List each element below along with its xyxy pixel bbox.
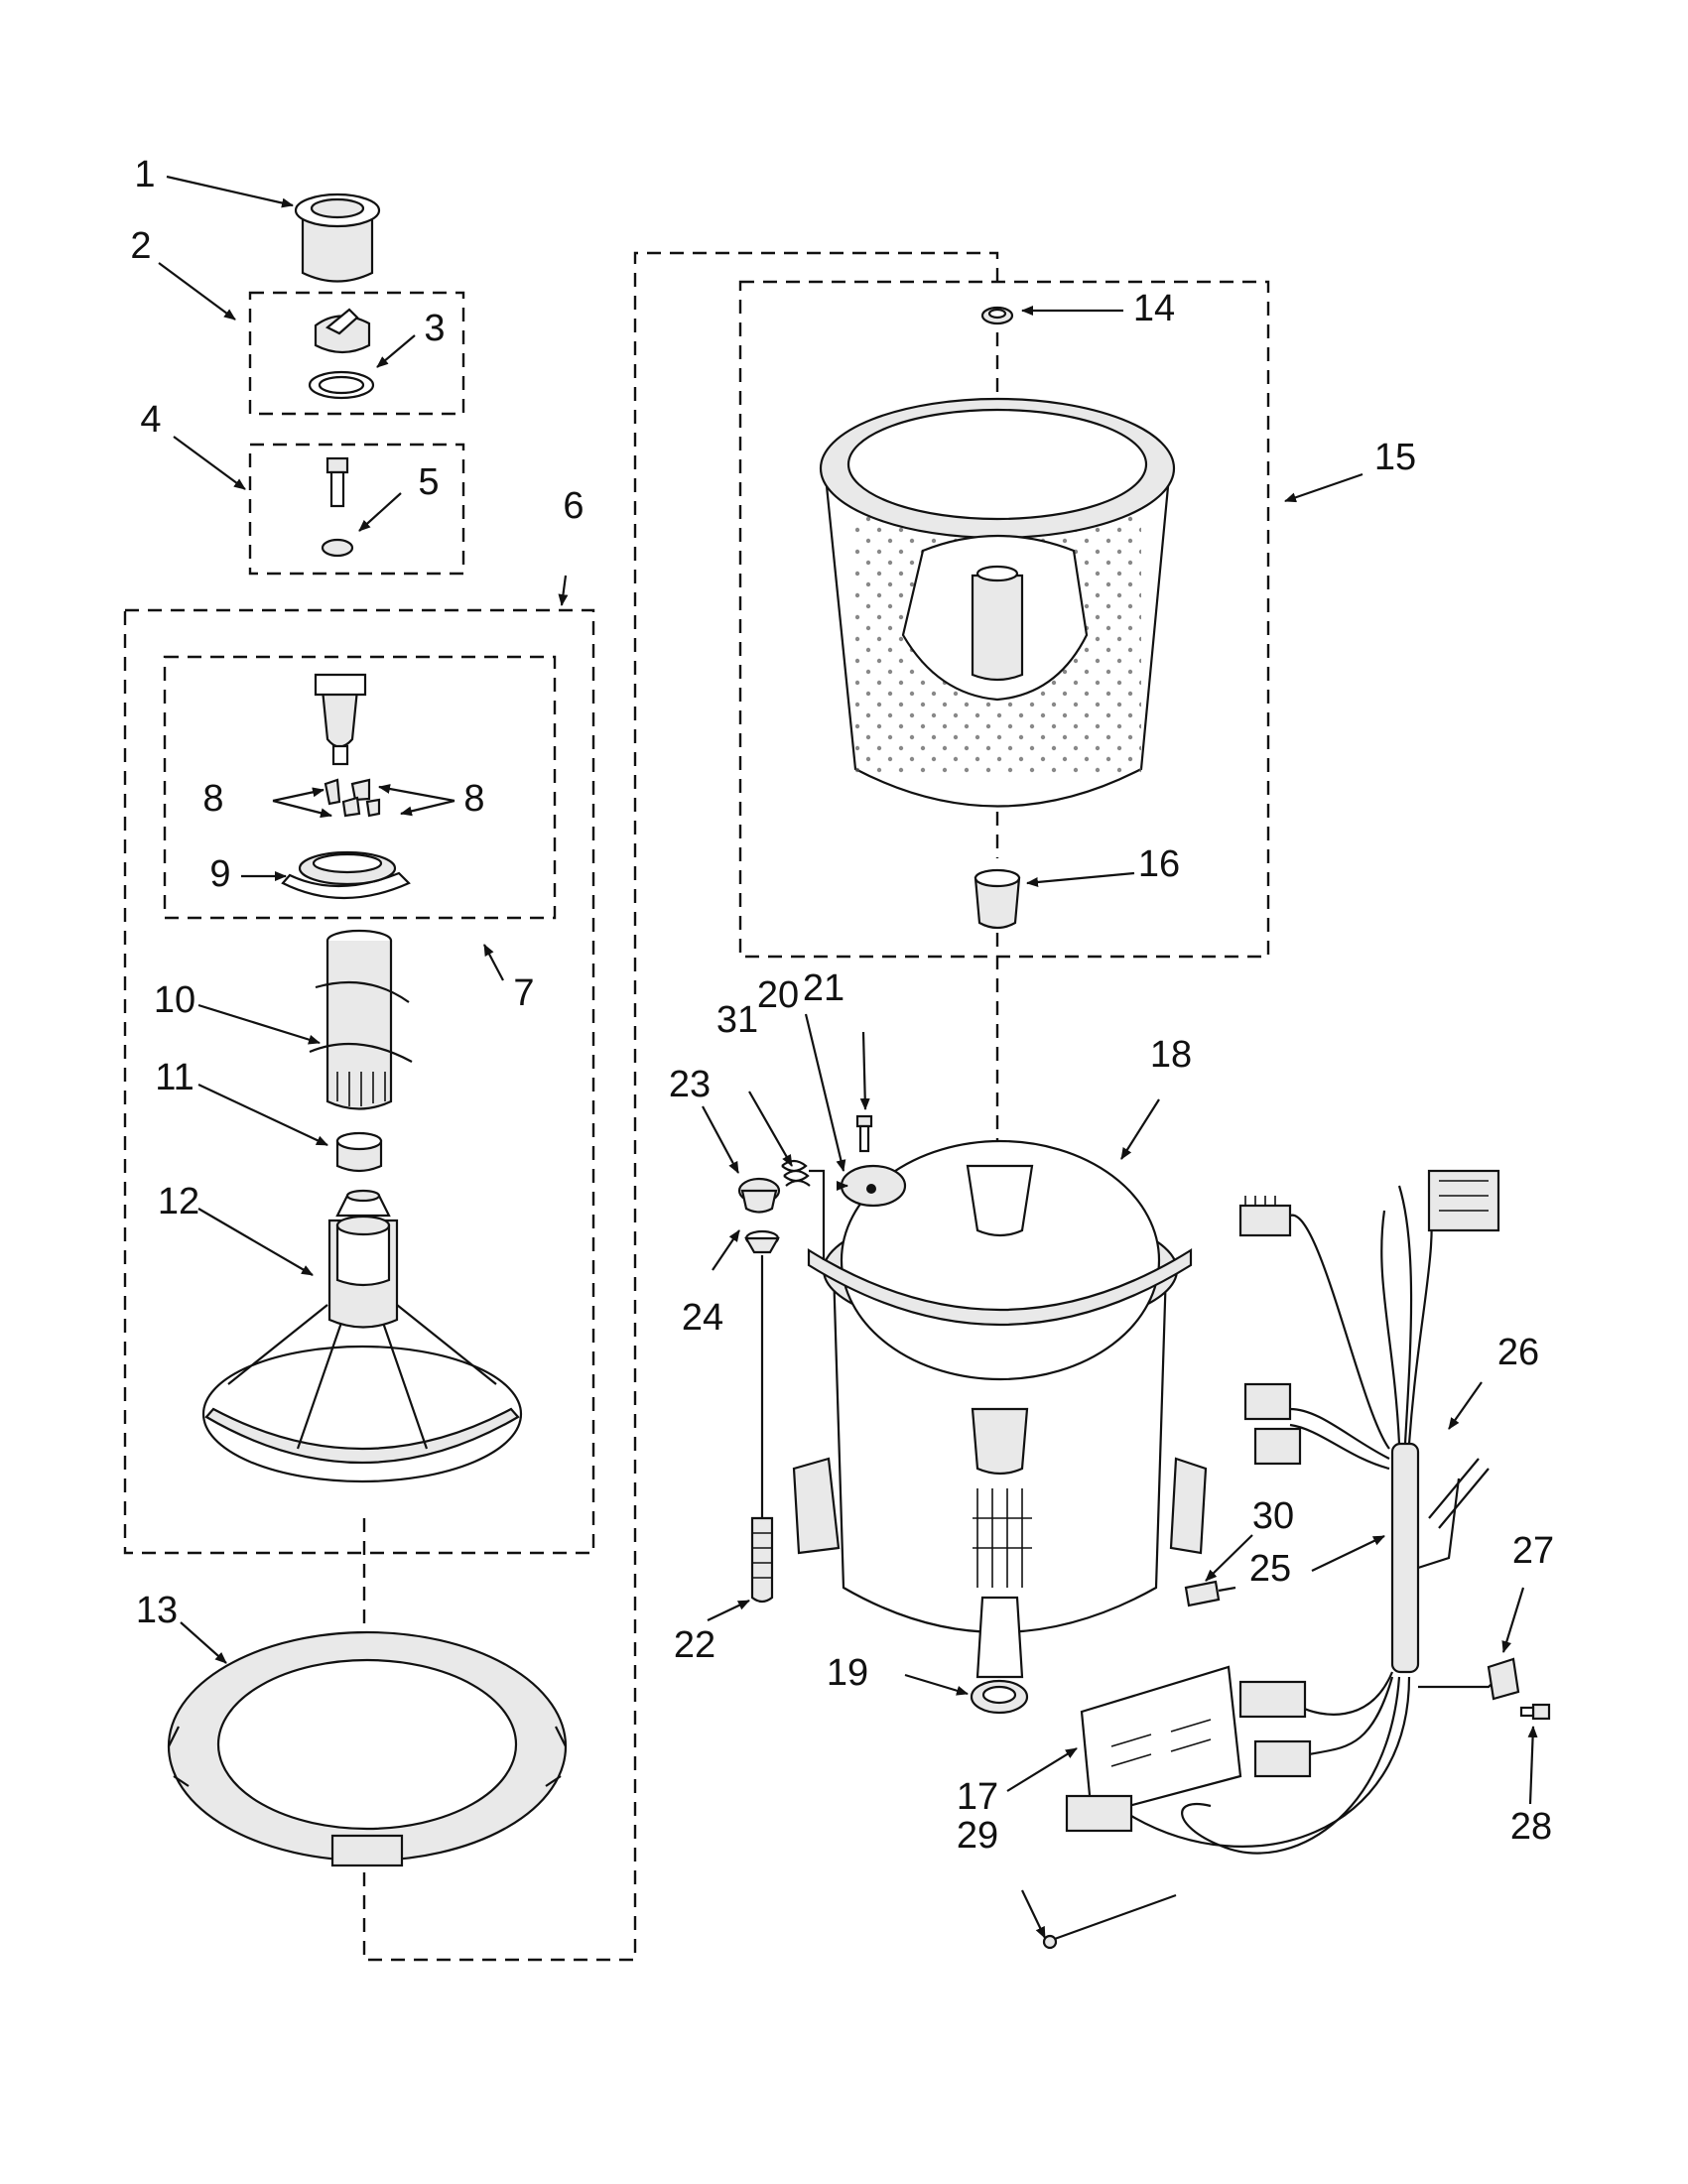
- part-1-cap: [294, 193, 381, 283]
- part-29-cable-tie: [1042, 1893, 1177, 1950]
- label-part-17: 17: [957, 1776, 998, 1818]
- label-part-12: 12: [158, 1181, 199, 1222]
- label-part-14: 14: [1133, 288, 1175, 329]
- part-28-screw: [1519, 1703, 1551, 1721]
- label-part-25: 25: [1249, 1548, 1291, 1590]
- label-part-22: 22: [674, 1624, 715, 1666]
- part-9-cam-plate: [281, 850, 411, 900]
- label-part-23: 23: [669, 1064, 711, 1105]
- part-14-nut: [980, 306, 1014, 325]
- part-31-spring: [781, 1159, 826, 1260]
- label-part-28: 28: [1510, 1806, 1552, 1848]
- part-13-tub-ring: [167, 1630, 568, 1867]
- label-part-9: 9: [209, 853, 230, 895]
- part-23-snubber: [737, 1177, 781, 1214]
- part-19-tub-seal: [970, 1679, 1029, 1715]
- part-3-cam-and-ring: [308, 308, 375, 400]
- label-part-18: 18: [1150, 1034, 1192, 1076]
- label-part-20: 20: [757, 974, 799, 1016]
- part-10-auger: [309, 929, 413, 1110]
- label-part-3: 3: [424, 308, 445, 349]
- label-part-15: 15: [1374, 437, 1416, 478]
- part-18-outer-tub: [792, 1139, 1208, 1679]
- label-part-5: 5: [418, 461, 439, 503]
- label-part-19: 19: [827, 1652, 868, 1694]
- label-part-2: 2: [130, 225, 151, 267]
- connector-dashed-path: [362, 251, 999, 1962]
- part-30-fitting: [1184, 1580, 1236, 1607]
- label-part-13: 13: [136, 1590, 178, 1631]
- part-20-bracket: [840, 1164, 907, 1208]
- group-box-6: [123, 608, 595, 1555]
- group-box-7: [163, 655, 557, 920]
- part-5-bolt-and-washer: [321, 456, 354, 558]
- part-24-cup: [744, 1229, 780, 1254]
- label-part-1: 1: [134, 154, 155, 195]
- part-15-basket: [819, 397, 1176, 808]
- group-box-15: [738, 280, 1270, 959]
- part-12-impeller: [201, 1189, 523, 1483]
- label-part-27: 27: [1512, 1530, 1554, 1572]
- part-16-spin-bushing: [974, 868, 1021, 930]
- label-part-24: 24: [682, 1297, 723, 1339]
- label-part-30: 30: [1252, 1495, 1294, 1537]
- part-7-drive-bell: [314, 673, 367, 766]
- part-25-wire-harness: [1065, 1169, 1500, 1855]
- part-21-screw: [855, 1114, 873, 1153]
- part-8-dogs: [324, 778, 381, 818]
- part-22-suspension-rod: [750, 1255, 774, 1604]
- label-part-21: 21: [803, 967, 844, 1009]
- label-part-4: 4: [140, 399, 161, 441]
- label-part-7: 7: [513, 972, 534, 1014]
- part-17-control-board: [1080, 1665, 1242, 1818]
- label-part-26: 26: [1497, 1332, 1539, 1373]
- label-part-8-left: 8: [202, 778, 223, 820]
- part-11-bearing: [335, 1131, 383, 1173]
- part-labels: 1 2 3 4 5 6 7 8 8 9 10 11 12 13 14 15 16…: [130, 154, 1554, 1857]
- part-26-hose: [1428, 1458, 1490, 1529]
- label-part-31: 31: [716, 999, 758, 1041]
- label-part-10: 10: [154, 979, 195, 1021]
- label-part-11: 11: [155, 1057, 194, 1098]
- group-box-2: [248, 291, 465, 416]
- label-part-16: 16: [1138, 843, 1180, 885]
- leader-arrows: [158, 175, 1538, 1939]
- label-part-6: 6: [563, 485, 584, 527]
- label-part-8-right: 8: [463, 778, 484, 820]
- group-box-4: [248, 443, 465, 576]
- part-27-clip: [1487, 1657, 1520, 1701]
- label-part-29: 29: [957, 1815, 998, 1857]
